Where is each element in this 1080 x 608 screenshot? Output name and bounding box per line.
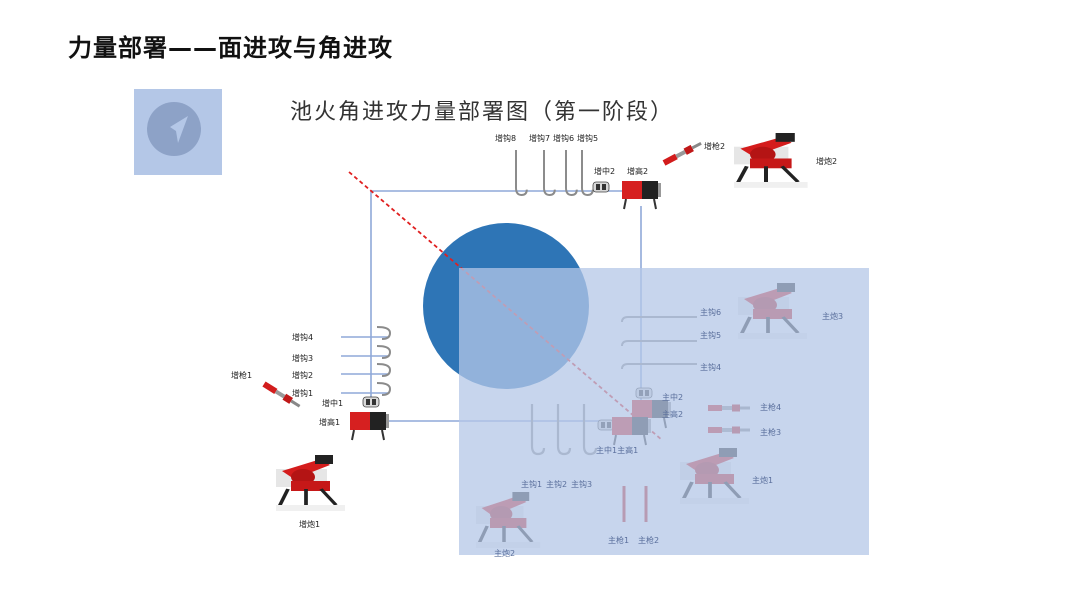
label-zeng-qiang-1: 增枪1 — [231, 370, 252, 380]
fire-truck-icon-zg1 — [349, 411, 390, 441]
label-zhu-pao-2: 主炮2 — [494, 548, 515, 558]
pump-icon-zz2 — [592, 181, 610, 193]
label-zhu-pao-3: 主炮3 — [822, 311, 843, 321]
label-zhu-zhong-1-gao-1: 主中1主高1 — [596, 445, 638, 455]
label-zhu-gou-1: 主钩1 — [521, 479, 542, 489]
hook-ladders-left — [376, 326, 392, 396]
label-zhu-gou-6: 主钩6 — [700, 307, 721, 317]
label-zeng-gao-2: 增高2 — [627, 166, 648, 176]
hook-label-8: 增钩8 — [495, 133, 516, 143]
label-zeng-qiang-2: 增枪2 — [704, 141, 725, 151]
label-zeng-zhong-1: 增中1 — [322, 398, 343, 408]
hook-label-left-1: 增钩1 — [292, 388, 313, 398]
fire-truck-icon-zg2 — [621, 180, 662, 210]
hook-ladders-top — [515, 149, 594, 196]
hook-label-5: 增钩5 — [577, 133, 598, 143]
label-zhu-gou-4: 主钩4 — [700, 362, 721, 372]
monitor-icon-zp1 — [274, 453, 347, 513]
label-zhu-gou-5: 主钩5 — [700, 330, 721, 340]
label-zhu-qiang-3: 主枪3 — [760, 427, 781, 437]
label-zhu-qiang-2: 主枪2 — [638, 535, 659, 545]
label-zeng-pao-1: 增炮1 — [299, 519, 320, 529]
hook-label-7: 增钩7 — [529, 133, 550, 143]
compass-icon — [134, 89, 222, 175]
label-zhu-zhong-2: 主中2 — [662, 392, 683, 402]
slide-title: 力量部署——面进攻与角进攻 — [68, 34, 393, 62]
hook-label-left-2: 增钩2 — [292, 370, 313, 380]
hook-label-left-4: 增钩4 — [292, 332, 313, 342]
label-zeng-zhong-2: 增中2 — [594, 166, 615, 176]
label-zhu-gou-2: 主钩2 — [546, 479, 567, 489]
hook-label-6: 增钩6 — [553, 133, 574, 143]
label-zhu-pao-1: 主炮1 — [752, 475, 773, 485]
label-zhu-gou-3: 主钩3 — [571, 479, 592, 489]
label-zhu-gao-2: 主高2 — [662, 409, 683, 419]
label-zhu-qiang-4: 主枪4 — [760, 402, 781, 412]
label-zeng-gao-1: 增高1 — [319, 417, 340, 427]
diagram-title: 池火角进攻力量部署图（第一阶段） — [290, 100, 675, 125]
main-force-area-overlay — [459, 268, 869, 555]
label-zhu-qiang-1: 主枪1 — [608, 535, 629, 545]
pump-icon-zz1 — [362, 396, 380, 408]
hook-label-left-3: 增钩3 — [292, 353, 313, 363]
nozzle-icon-zq2 — [662, 140, 703, 167]
label-zeng-pao-2: 增炮2 — [816, 156, 837, 166]
monitor-icon-zp2 — [734, 133, 808, 188]
